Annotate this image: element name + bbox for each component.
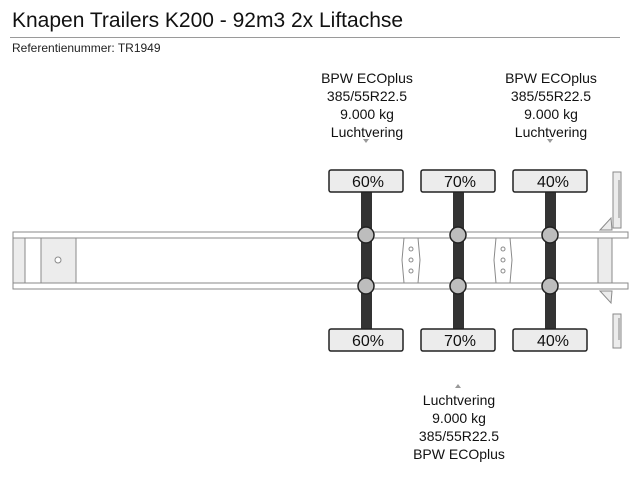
axle-bar	[545, 190, 556, 330]
load-percent-top: 60%	[352, 174, 384, 191]
axle-3-spec: BPW ECOplus 385/55R22.5 9.000 kg Luchtve…	[486, 69, 616, 141]
axle-1: 60% 60%	[328, 139, 404, 352]
load-percent-top: 40%	[537, 174, 569, 191]
cross-member	[493, 237, 513, 284]
axle-1-spec-line: BPW ECOplus	[321, 70, 413, 86]
axle-3-spec-line: 9.000 kg	[524, 106, 578, 122]
rear-light-top	[598, 216, 613, 231]
load-percent-top: 70%	[444, 174, 476, 191]
rear-bumper	[597, 237, 613, 284]
chassis-bottom-rail	[12, 282, 629, 290]
rear-door-bottom	[612, 313, 622, 349]
axle-1-spec-line: Luchtvering	[330, 124, 404, 140]
spec-marker-icon	[455, 384, 461, 388]
hub-bottom	[449, 277, 467, 295]
tyre-box-bottom	[328, 328, 404, 352]
axle-bar	[361, 190, 372, 330]
spec-marker-icon	[363, 139, 369, 143]
axle-2-spec-line: Luchtvering	[422, 392, 496, 408]
rear-door-top	[612, 171, 622, 229]
tyre-box-bottom	[512, 328, 588, 352]
hub-top	[541, 226, 559, 244]
axle-1-spec: BPW ECOplus 385/55R22.5 9.000 kg Luchtve…	[302, 69, 432, 141]
front-bumper	[12, 237, 26, 284]
hub-bottom	[357, 277, 375, 295]
axle-2-spec: Luchtvering 9.000 kg 385/55R22.5 BPW ECO…	[394, 391, 524, 463]
axle-3-spec-line: 385/55R22.5	[510, 88, 592, 104]
axle-2-spec-line: 9.000 kg	[432, 410, 486, 426]
load-percent-bottom: 40%	[537, 333, 569, 350]
rear-light-bottom	[598, 290, 613, 305]
hub-top	[357, 226, 375, 244]
axle-2-spec-line: BPW ECOplus	[413, 446, 505, 462]
page-title: Knapen Trailers K200 - 92m3 2x Liftachse	[12, 9, 404, 32]
tyre-box-bottom	[420, 328, 496, 352]
hub-top	[449, 226, 467, 244]
axle-3: 40% 40%	[512, 139, 588, 352]
load-percent-bottom: 70%	[444, 333, 476, 350]
axle-1-spec-line: 9.000 kg	[340, 106, 394, 122]
axle-1-spec-line: 385/55R22.5	[326, 88, 408, 104]
tyre-box-top	[512, 169, 588, 193]
axle-2-spec-line: 385/55R22.5	[418, 428, 500, 444]
axle-2: 70% 70%	[420, 169, 496, 388]
kingpin-icon	[54, 256, 62, 264]
chassis-top-rail	[12, 231, 629, 239]
axle-3-spec-line: BPW ECOplus	[505, 70, 597, 86]
axle-bar	[453, 190, 464, 330]
title-divider	[10, 37, 620, 38]
load-percent-bottom: 60%	[352, 333, 384, 350]
cross-member	[401, 237, 421, 284]
tyre-box-top	[420, 169, 496, 193]
axle-3-spec-line: Luchtvering	[514, 124, 588, 140]
spec-marker-icon	[547, 139, 553, 143]
hub-bottom	[541, 277, 559, 295]
tyre-box-top	[328, 169, 404, 193]
reference-number: Referentienummer: TR1949	[12, 41, 161, 55]
